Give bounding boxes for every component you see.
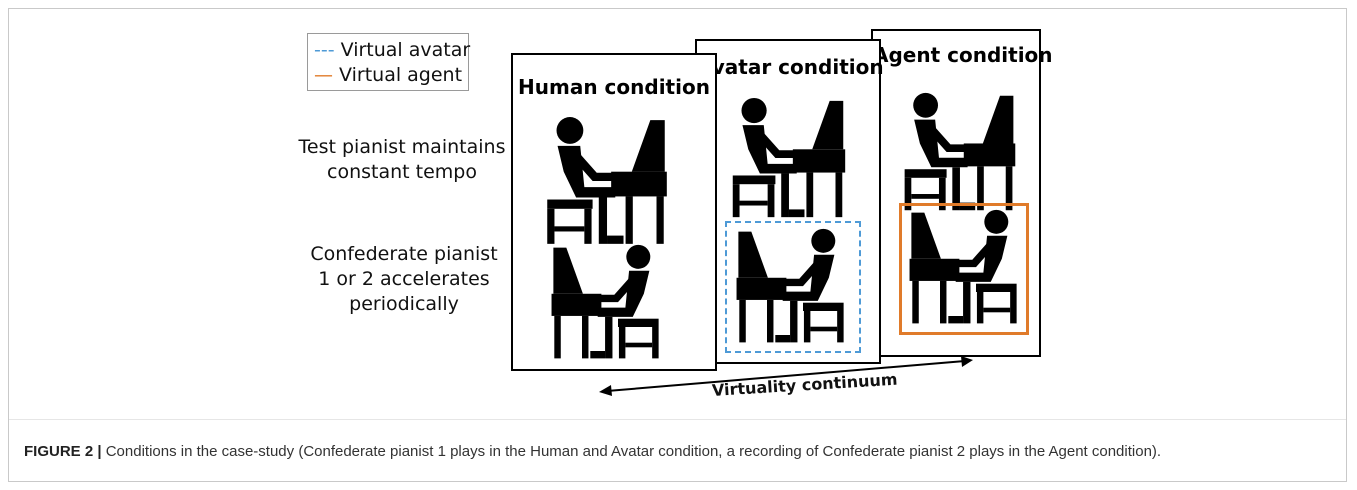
legend: --- Virtual avatar — Virtual agent [307, 33, 470, 91]
row-label-test-pianist: Test pianist maintains constant tempo [297, 135, 507, 185]
row-label-line: Confederate pianist [310, 243, 498, 265]
human-condition-title: Human condition [518, 75, 710, 99]
row-label-line: 1 or 2 accelerates [318, 268, 490, 290]
row-label-line: Test pianist maintains [298, 136, 506, 158]
agent-condition-title: Agent condition [873, 43, 1053, 67]
legend-item-avatar: --- Virtual avatar [314, 39, 470, 61]
caption-lead: FIGURE 2 | [24, 443, 102, 460]
figure-frame: --- Virtual avatar — Virtual agent Agent… [8, 8, 1347, 482]
figure-caption: FIGURE 2 | Conditions in the case-study … [24, 441, 1334, 463]
avatar-condition-title: Avatar condition [697, 55, 884, 79]
virtuality-continuum-arrow [599, 356, 973, 396]
virtual-agent-frame [899, 203, 1029, 335]
virtual-avatar-frame [725, 221, 861, 353]
row-label-line: constant tempo [327, 161, 477, 183]
legend-agent-label: — Virtual agent [314, 64, 463, 86]
legend-avatar-label: --- Virtual avatar [314, 39, 471, 61]
legend-item-agent: — Virtual agent [314, 64, 462, 86]
row-label-line: periodically [349, 293, 459, 315]
avatar-condition-panel: Avatar condition [695, 39, 884, 364]
row-label-confederate-pianist: Confederate pianist 1 or 2 accelerates p… [309, 242, 499, 317]
caption-text: Conditions in the case-study (Confederat… [101, 443, 1162, 460]
human-condition-panel: Human condition [511, 53, 717, 371]
agent-condition-panel: Agent condition [871, 29, 1053, 357]
caption-divider [9, 419, 1346, 420]
